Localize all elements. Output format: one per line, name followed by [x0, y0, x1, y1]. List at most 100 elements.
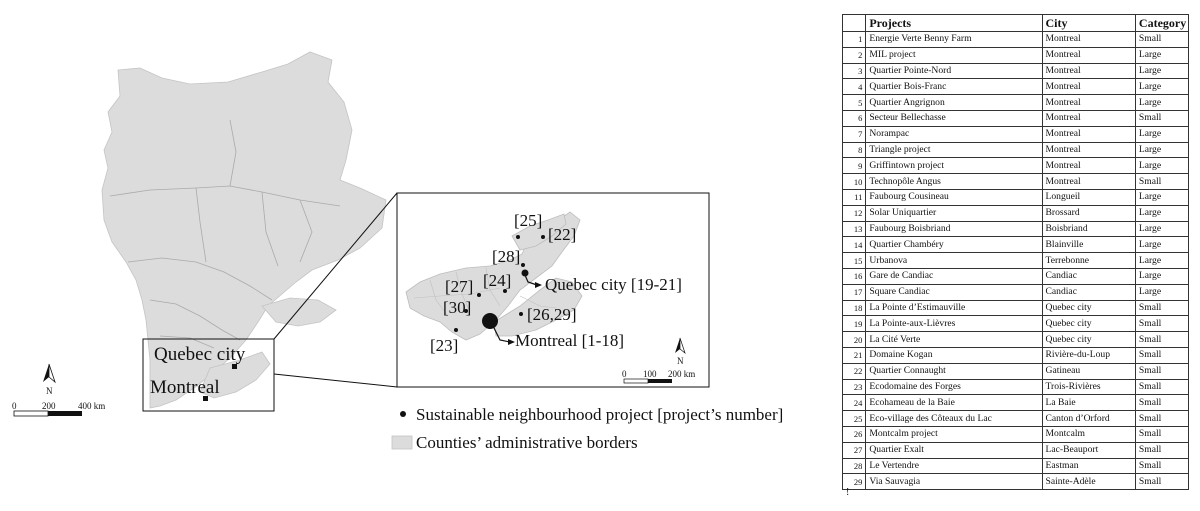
row-number: 17	[841, 283, 867, 301]
row-number: 1	[841, 31, 867, 48]
svg-text:200 km: 200 km	[668, 369, 695, 379]
row-number: 21	[841, 346, 867, 364]
row-city: Quebec city	[1041, 331, 1136, 348]
row-category: Small	[1134, 473, 1190, 491]
row-project: Via Sauvagia	[865, 473, 1043, 491]
table-footnote: !	[846, 487, 850, 498]
callout-arrows	[492, 274, 538, 343]
label-24: [24]	[483, 271, 511, 290]
row-project: Quartier Exalt	[865, 441, 1043, 459]
row-number: 22	[841, 362, 867, 380]
row-city: Rivière-du-Loup	[1041, 346, 1136, 364]
header-category: Category	[1134, 14, 1190, 32]
row-project: Faubourg Cousineau	[865, 188, 1043, 206]
row-category: Large	[1134, 141, 1190, 159]
row-project: Quartier Bois-Franc	[865, 78, 1043, 96]
row-city: Longueil	[1041, 188, 1136, 206]
row-city: Trois-Rivières	[1041, 378, 1136, 396]
row-city: Candiac	[1041, 267, 1136, 285]
project-point-25	[516, 235, 520, 239]
row-project: Solar Uniquartier	[865, 204, 1043, 222]
row-project: Faubourg Boisbriand	[865, 220, 1043, 238]
row-project: MIL project	[865, 46, 1043, 64]
project-point-27	[477, 293, 481, 297]
row-category: Large	[1134, 78, 1190, 96]
row-category: Large	[1134, 125, 1190, 143]
label-22: [22]	[548, 225, 576, 244]
row-number: 19	[841, 315, 867, 333]
montreal-arrowhead	[508, 339, 515, 345]
project-point-montreal	[482, 313, 498, 329]
row-category: Large	[1134, 62, 1190, 80]
row-category: Large	[1134, 94, 1190, 111]
header-city: City	[1041, 14, 1136, 32]
row-category: Small	[1134, 109, 1190, 127]
row-city: Montreal	[1041, 94, 1136, 111]
row-category: Large	[1134, 236, 1190, 254]
row-city: Montreal	[1041, 173, 1136, 190]
row-number: 24	[841, 394, 867, 412]
legend-area-swatch	[391, 435, 413, 450]
row-project: Ecohameau de la Baie	[865, 394, 1043, 412]
row-number: 13	[841, 220, 867, 238]
legend-area-label: Counties’ administrative borders	[416, 433, 638, 452]
row-city: Sainte-Adèle	[1041, 473, 1136, 491]
row-category: Large	[1134, 267, 1190, 285]
row-city: Quebec city	[1041, 315, 1136, 333]
row-number: 10	[841, 173, 867, 190]
inset-north-arrow-icon: N	[675, 337, 686, 366]
label-23: [23]	[430, 336, 458, 355]
row-city: Brossard	[1041, 204, 1136, 222]
row-project: Energie Verte Benny Farm	[865, 31, 1043, 48]
row-number: 6	[841, 109, 867, 127]
header-projects: Projects	[865, 14, 1043, 32]
row-number: 20	[841, 331, 867, 348]
project-point-quebec	[521, 269, 529, 277]
header-number	[841, 14, 867, 32]
row-city: La Baie	[1041, 394, 1136, 412]
row-city: Candiac	[1041, 283, 1136, 301]
row-number: 8	[841, 141, 867, 159]
row-project: Quartier Angrignon	[865, 94, 1043, 111]
label-30: [30]	[443, 298, 471, 317]
label-quebec-city: Quebec city [19-21]	[545, 275, 682, 294]
row-category: Small	[1134, 362, 1190, 380]
row-project: Griffintown project	[865, 157, 1043, 175]
row-city: Montreal	[1041, 62, 1136, 80]
north-arrow-icon: N	[43, 363, 56, 396]
row-category: Small	[1134, 331, 1190, 348]
svg-text:200: 200	[42, 401, 56, 411]
row-category: Small	[1134, 299, 1190, 317]
row-category: Large	[1134, 252, 1190, 269]
row-city: Gatineau	[1041, 362, 1136, 380]
project-point-23	[454, 328, 458, 332]
inset-north-shore	[511, 213, 567, 251]
montreal-marker	[203, 396, 208, 401]
row-category: Large	[1134, 46, 1190, 64]
row-number: 15	[841, 252, 867, 269]
row-number: 9	[841, 157, 867, 175]
legend-point-icon	[400, 411, 406, 417]
row-number: 28	[841, 457, 867, 475]
row-city: Montreal	[1041, 157, 1136, 175]
row-category: Small	[1134, 425, 1190, 443]
row-project: Secteur Bellechasse	[865, 109, 1043, 127]
project-point-26-29	[519, 312, 523, 316]
